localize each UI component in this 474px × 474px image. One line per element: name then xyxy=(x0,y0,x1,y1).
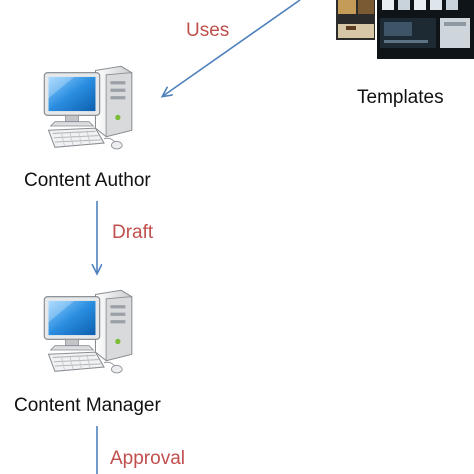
uses-edge-label: Uses xyxy=(186,20,230,41)
approval-edge-label: Approval xyxy=(110,448,185,469)
content-manager-label: Content Manager xyxy=(14,395,161,416)
draft-edge-label: Draft xyxy=(112,222,154,243)
uses-arrow xyxy=(163,0,301,96)
templates-thumbnails-image xyxy=(336,0,474,61)
content-author-label: Content Author xyxy=(24,170,151,191)
content-manager-computer-icon xyxy=(43,289,133,374)
templates-label: Templates xyxy=(357,87,444,108)
content-author-computer-icon xyxy=(43,65,133,150)
